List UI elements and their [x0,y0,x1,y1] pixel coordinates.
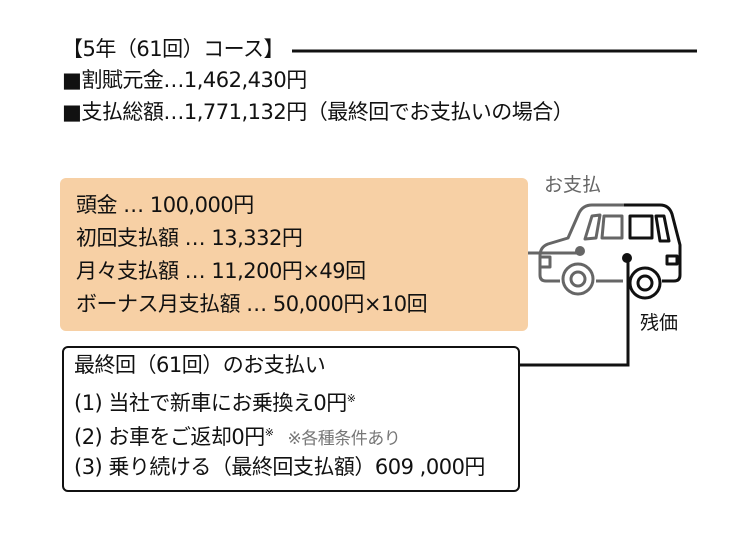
payment-label: お支払 [544,174,602,196]
monthly-payment: 月々支払額 … 11,200円×49回 [76,259,366,283]
principal-amount: ■割賦元金…1,462,430円 [62,68,307,92]
final-payment-box: 最終回（61回）のお支払い (1) 当社で新車にお乗換え0円※ (2) お車をご… [62,346,520,492]
payment-box: 頭金 … 100,000円 初回支払額 … 13,332円 月々支払額 … 11… [60,178,528,331]
conditions-note: ※各種条件あり [287,429,401,449]
course-title: 【5年（61回）コース】 [62,37,285,61]
residual-connector [516,258,630,367]
option-3: (3) 乗り続ける（最終回支払額）609 ,000円 [74,455,485,479]
total-amount: ■支払総額…1,771,132円（最終回でお支払いの場合） [62,100,574,124]
first-payment: 初回支払額 … 13,332円 [76,226,303,250]
bonus-payment: ボーナス月支払額 … 50,000円×10回 [76,292,428,316]
option-2: (2) お車をご返却0円※※各種条件あり [74,425,401,449]
payment-dot [575,246,585,256]
residual-label: 残価 [640,312,679,334]
option-1: (1) 当社で新車にお乗換え0円※ [74,391,356,415]
final-title: 最終回（61回）のお支払い [74,353,326,377]
car-icon [538,203,682,300]
down-payment: 頭金 … 100,000円 [76,193,254,217]
